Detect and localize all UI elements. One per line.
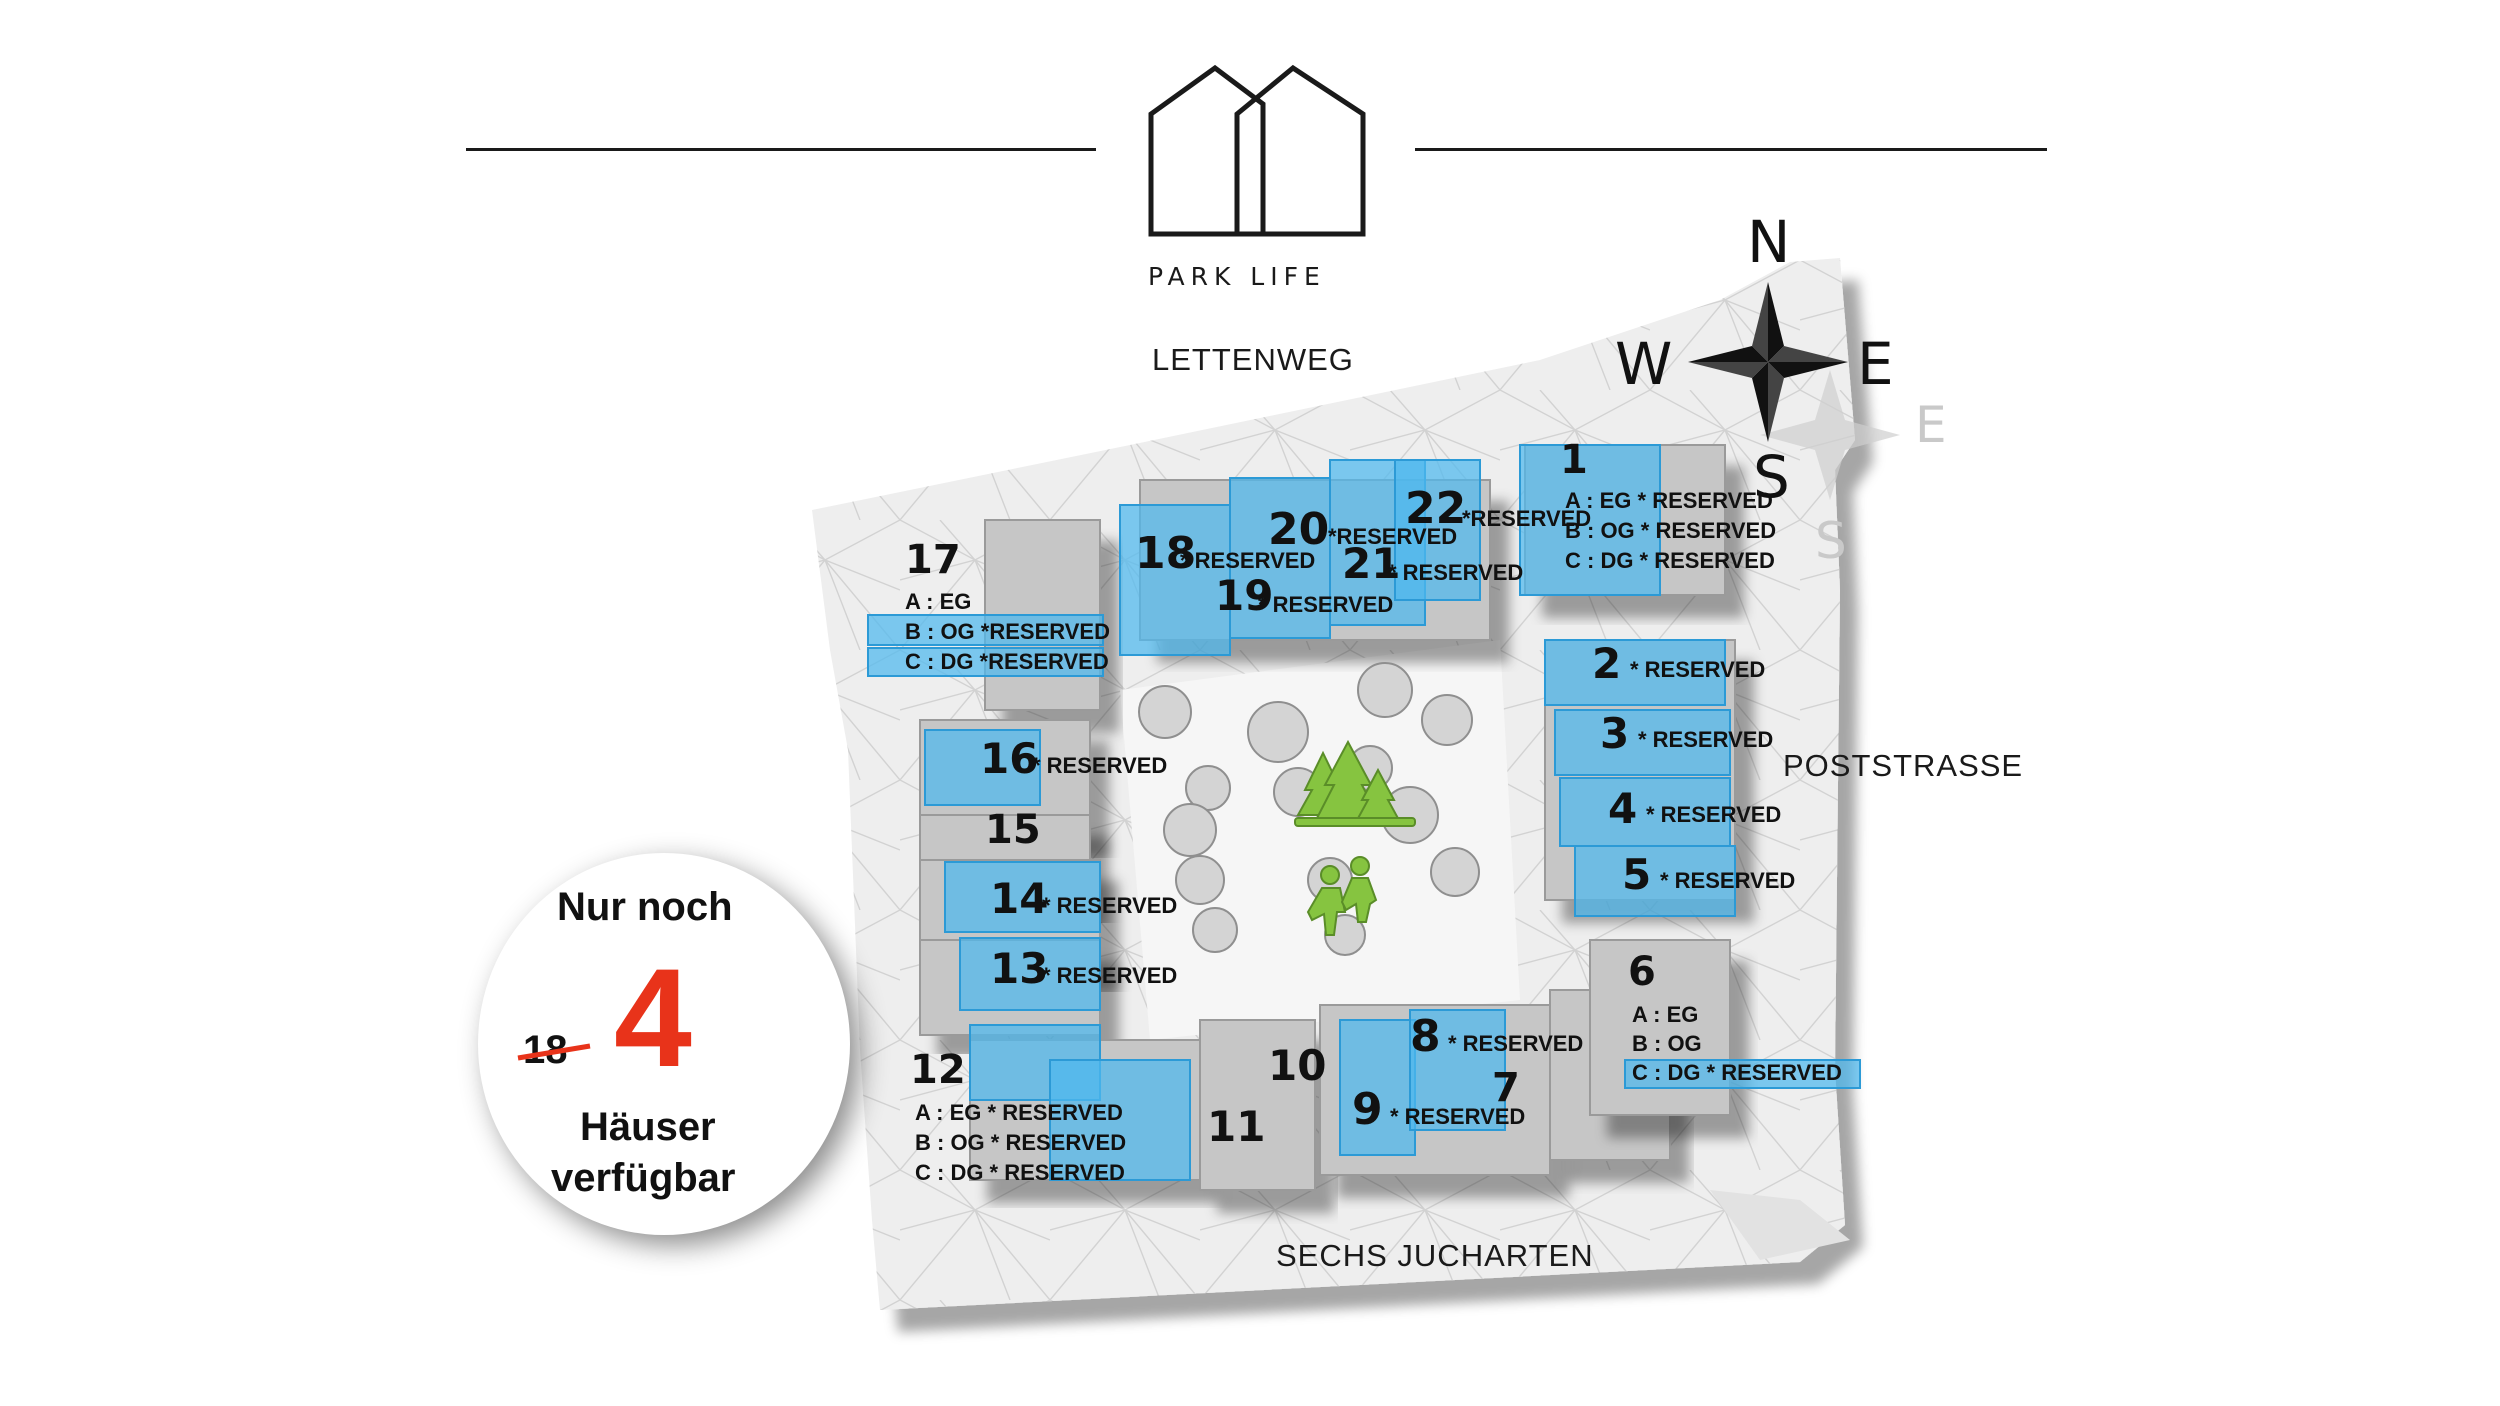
street-lettenweg: LETTENWEG: [1152, 342, 1354, 377]
house-15-number: 15: [985, 807, 1041, 853]
house-7-number: 7: [1492, 1065, 1520, 1111]
house-6-number: 6: [1628, 949, 1656, 995]
house-10-number: 10: [1268, 1041, 1327, 1090]
availability-line2: Häuser: [580, 1105, 716, 1149]
people-icon: [1306, 856, 1378, 936]
house-2-number: 2: [1592, 639, 1622, 688]
house-17-unit-c: C : DG *RESERVED: [905, 649, 1109, 674]
compass-south-shadow: S: [1815, 512, 1847, 570]
park-tree-icon: [1294, 739, 1416, 827]
street-sechs-jucharten: SECHS JUCHARTEN: [1276, 1238, 1594, 1273]
house-12-unit-c: C : DG * RESERVED: [915, 1160, 1125, 1185]
house-8-number: 8: [1410, 1011, 1441, 1062]
house-12-unit-b: B : OG * RESERVED: [915, 1130, 1127, 1155]
house-11-number: 11: [1207, 1102, 1266, 1151]
house-22-status: *RESERVED: [1462, 506, 1592, 531]
availability-line1: Nur noch: [557, 885, 733, 929]
house-1-unit-b: B : OG * RESERVED: [1565, 518, 1777, 543]
house-17-number: 17: [905, 537, 961, 583]
house-19-status: * RESERVED: [1258, 592, 1394, 617]
park-life-logo-icon: [1148, 64, 1366, 237]
house-22-number: 22: [1405, 483, 1467, 534]
house-5-status: * RESERVED: [1660, 868, 1796, 893]
house-18-number: 18: [1135, 528, 1197, 579]
house-2-status: * RESERVED: [1630, 657, 1766, 682]
header-rule-left: [466, 148, 1096, 151]
compass-east: E: [1857, 330, 1894, 398]
brand-name: PARK LIFE: [1148, 262, 1326, 291]
street-poststrasse: POSTSTRASSE: [1783, 748, 2024, 783]
house-6-unit-c: C : DG * RESERVED: [1632, 1060, 1842, 1085]
house-6-unit-a: A : EG: [1632, 1002, 1699, 1027]
house-4-status: * RESERVED: [1646, 802, 1782, 827]
house-3-status: * RESERVED: [1638, 727, 1774, 752]
availability-count: 4: [614, 939, 692, 1096]
house-21-status: * RESERVED: [1388, 560, 1524, 585]
compass-shadow: [1760, 370, 1900, 500]
compass-south: S: [1753, 443, 1790, 511]
compass-north: N: [1747, 208, 1791, 276]
house-16-number: 16: [980, 734, 1039, 783]
availability-line3: verfügbar: [551, 1156, 736, 1200]
house-12-number: 12: [910, 1047, 966, 1093]
availability-badge: [478, 853, 850, 1235]
house-9-status: * RESERVED: [1390, 1104, 1526, 1129]
house-13-status: * RESERVED: [1042, 963, 1178, 988]
house-5-number: 5: [1622, 850, 1652, 899]
house-21-number: 21: [1342, 539, 1401, 588]
house-3-number: 3: [1600, 709, 1630, 758]
house-17-unit-a: A : EG: [905, 589, 972, 614]
compass-rose-icon: [1688, 282, 1848, 442]
strikethrough-icon: [517, 1043, 591, 1061]
compass-west: W: [1615, 330, 1673, 398]
house-20-status: *RESERVED: [1328, 524, 1458, 549]
house-14-status: * RESERVED: [1042, 893, 1178, 918]
house-14-number: 14: [990, 874, 1049, 923]
house-12-unit-a: A : EG * RESERVED: [915, 1100, 1123, 1125]
header-rule-right: [1415, 148, 2047, 151]
house-1-unit-c: C : DG * RESERVED: [1565, 548, 1775, 573]
house-8-status: * RESERVED: [1448, 1031, 1584, 1056]
house-13-number: 13: [990, 944, 1049, 993]
house-9-number: 9: [1352, 1084, 1383, 1135]
house-1-number: 1: [1560, 437, 1588, 483]
house-18-status: * RESERVED: [1180, 548, 1316, 573]
house-16-status: * RESERVED: [1032, 753, 1168, 778]
house-19-number: 19: [1215, 571, 1274, 620]
house-1-unit-a: A : EG * RESERVED: [1565, 488, 1773, 513]
compass-east-shadow: E: [1915, 396, 1947, 454]
house-17-unit-b: B : OG *RESERVED: [905, 619, 1110, 644]
house-20-number: 20: [1268, 504, 1330, 555]
house-6-unit-b: B : OG: [1632, 1031, 1702, 1056]
house-4-number: 4: [1608, 784, 1638, 833]
